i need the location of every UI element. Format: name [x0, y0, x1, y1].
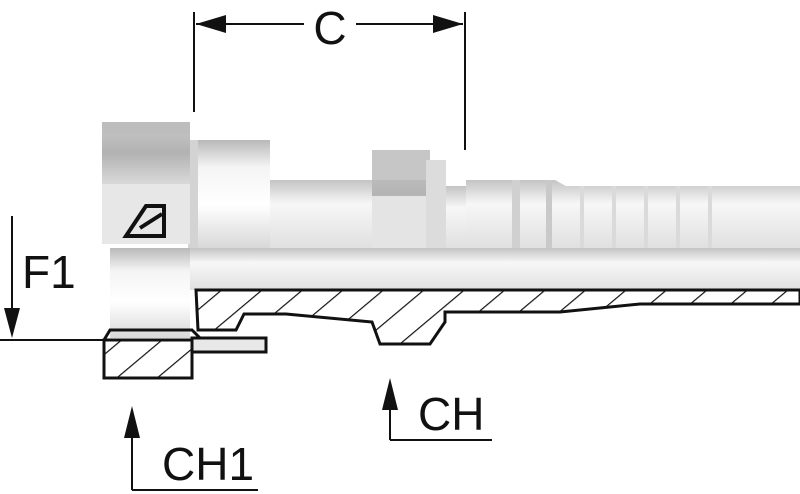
body-hex [372, 150, 446, 248]
arrowhead-f1 [4, 308, 20, 338]
arrowhead-c-left [196, 15, 226, 33]
label-c: C [313, 2, 346, 54]
swivel-nut [102, 122, 190, 244]
label-ch1: CH1 [162, 438, 254, 490]
dimension-f1: F1 [4, 216, 76, 338]
label-f1: F1 [22, 246, 76, 298]
shank [268, 180, 800, 248]
section-hatching [102, 288, 800, 380]
dimension-ch1: CH1 [124, 406, 258, 491]
arrowhead-ch [382, 378, 398, 410]
label-ch: CH [418, 388, 484, 440]
dimension-ch: CH [382, 378, 492, 441]
dimension-c: C [193, 2, 466, 150]
brand-logo-icon [122, 204, 166, 238]
lower-half-body [110, 248, 800, 338]
arrowhead-ch1 [124, 406, 140, 438]
arrowhead-c-right [433, 15, 463, 33]
body-collar [188, 140, 270, 248]
body-section [194, 288, 800, 346]
